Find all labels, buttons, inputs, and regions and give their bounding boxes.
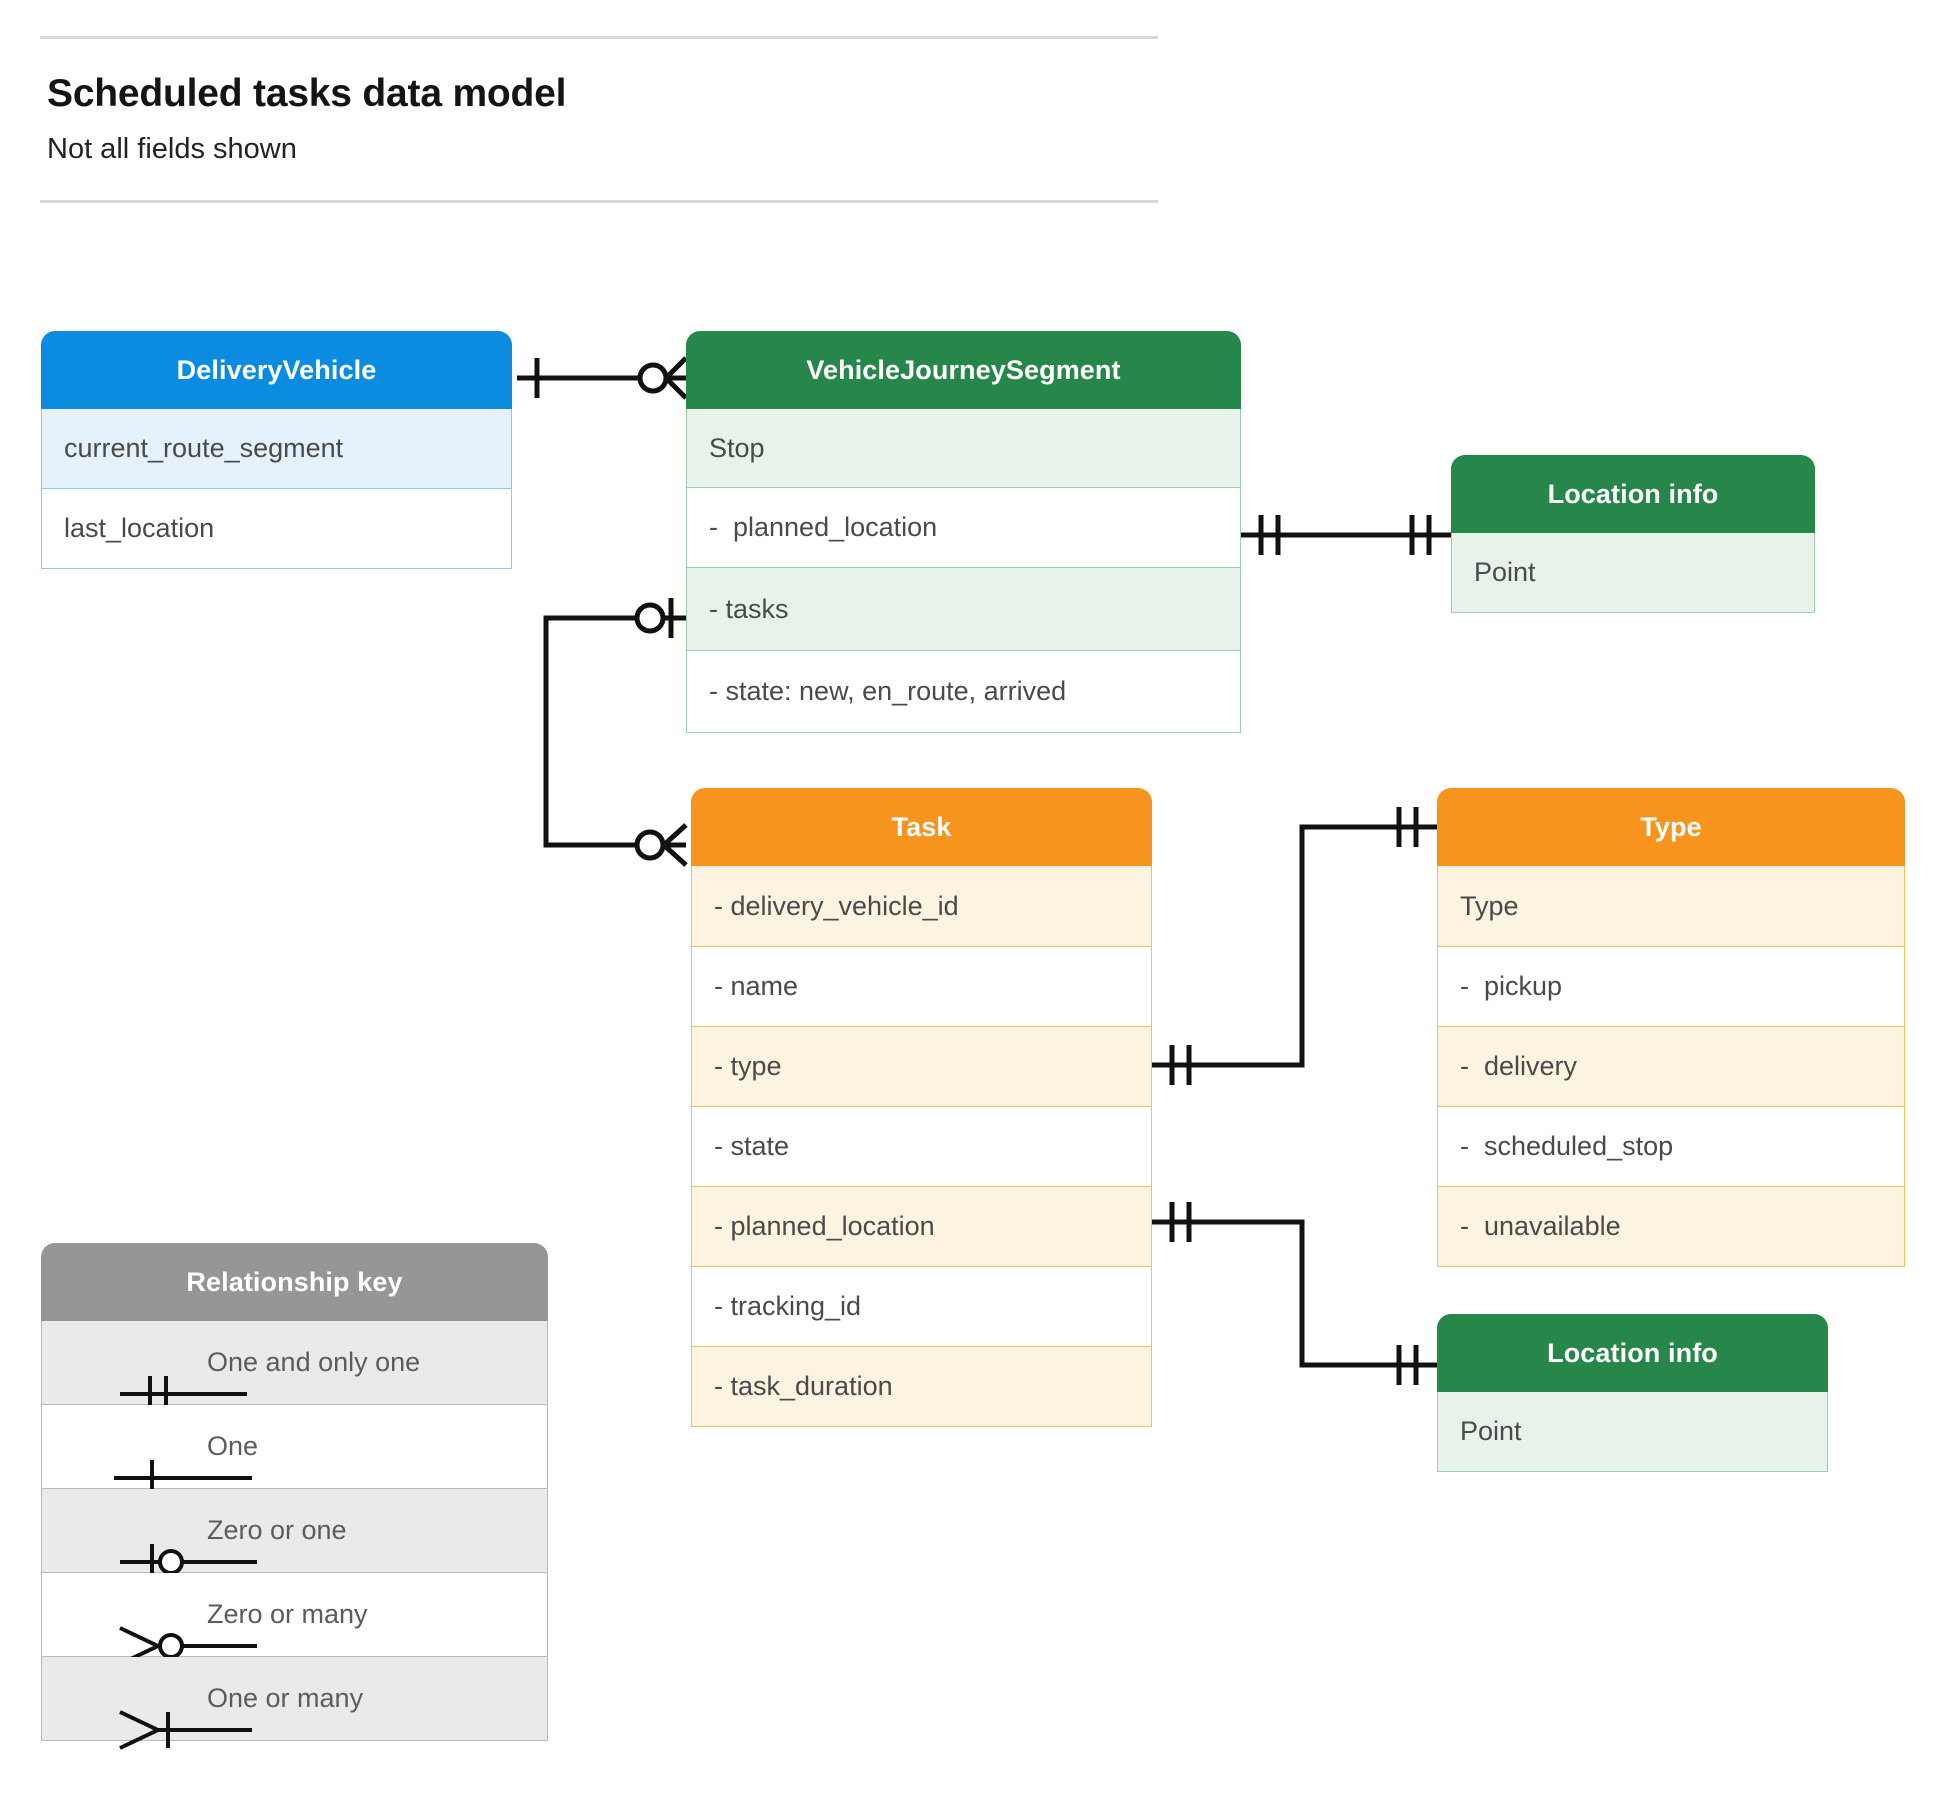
entity-task-row-4: - planned_location: [691, 1187, 1152, 1267]
entity-location-info-top-header: Location info: [1451, 455, 1815, 533]
entity-deliveryvehicle[interactable]: DeliveryVehicle current_route_segment la…: [41, 331, 512, 569]
one-icon: [42, 1405, 253, 1496]
connector-task-type: [1152, 807, 1437, 1085]
entity-type-row-2: - delivery: [1437, 1027, 1905, 1107]
connector-planned-location-locationinfo-top: [1241, 515, 1451, 555]
entity-location-info-bottom-row-0: Point: [1437, 1392, 1828, 1472]
zero-or-many-icon: [42, 1573, 258, 1666]
entity-type-row-1: - pickup: [1437, 947, 1905, 1027]
one-or-many-icon: [42, 1657, 253, 1750]
entity-type-row-0: Type: [1437, 866, 1905, 947]
connector-tasks-task: [543, 598, 688, 867]
entity-location-info-bottom[interactable]: Location info Point: [1437, 1314, 1828, 1472]
legend-header: Relationship key: [41, 1243, 548, 1321]
page-title: Scheduled tasks data model: [47, 72, 567, 115]
relationship-key-legend: Relationship key One and only one One: [41, 1243, 548, 1750]
legend-label-zero-or-one: Zero or one: [207, 1515, 347, 1545]
entity-location-info-top-row-0: Point: [1451, 533, 1815, 613]
connector-task-planned-location-locationinfo-bottom: [1152, 1202, 1437, 1385]
entity-vehiclejourneysegment-row-2: - tasks: [686, 568, 1241, 651]
entity-vehiclejourneysegment-row-1: - planned_location: [686, 488, 1241, 568]
one-and-only-one-icon: [42, 1321, 248, 1412]
entity-type-row-3: - scheduled_stop: [1437, 1107, 1905, 1187]
legend-item-one-and-only-one: One and only one: [41, 1321, 548, 1412]
entity-vehiclejourneysegment-row-3: - state: new, en_route, arrived: [686, 651, 1241, 733]
entity-task[interactable]: Task - delivery_vehicle_id - name - type…: [691, 788, 1152, 1427]
entity-vehiclejourneysegment[interactable]: VehicleJourneySegment Stop - planned_loc…: [686, 331, 1241, 733]
entity-vehiclejourneysegment-header: VehicleJourneySegment: [686, 331, 1241, 409]
title-divider-top: [40, 36, 1158, 39]
legend-label-zero-or-many: Zero or many: [207, 1599, 368, 1629]
legend-item-one: One: [41, 1405, 548, 1496]
entity-deliveryvehicle-header: DeliveryVehicle: [41, 331, 512, 409]
entity-type-header: Type: [1437, 788, 1905, 866]
legend-item-one-or-many: One or many: [41, 1657, 548, 1750]
entity-task-row-2: - type: [691, 1027, 1152, 1107]
page-subtitle: Not all fields shown: [47, 133, 297, 165]
legend-label-one: One: [207, 1431, 259, 1461]
legend-item-zero-or-many: Zero or many: [41, 1573, 548, 1666]
entity-task-row-0: - delivery_vehicle_id: [691, 866, 1152, 947]
entity-task-row-3: - state: [691, 1107, 1152, 1187]
entity-deliveryvehicle-row-1: last_location: [41, 489, 512, 569]
legend-item-zero-or-one: Zero or one: [41, 1489, 548, 1580]
entity-task-header: Task: [691, 788, 1152, 866]
entity-deliveryvehicle-row-0: current_route_segment: [41, 409, 512, 489]
entity-location-info-bottom-header: Location info: [1437, 1314, 1828, 1392]
entity-type[interactable]: Type Type - pickup - delivery - schedule…: [1437, 788, 1905, 1267]
zero-or-one-icon: [42, 1489, 258, 1580]
legend-label-one-and-only-one: One and only one: [207, 1347, 421, 1377]
title-divider-bottom: [40, 200, 1158, 203]
connector-deliveryvehicle-vehiclejourneysegment: [517, 356, 688, 400]
entity-vehiclejourneysegment-row-0: Stop: [686, 409, 1241, 488]
entity-task-row-5: - tracking_id: [691, 1267, 1152, 1347]
legend-label-one-or-many: One or many: [207, 1683, 364, 1713]
entity-task-row-6: - task_duration: [691, 1347, 1152, 1427]
entity-type-row-4: - unavailable: [1437, 1187, 1905, 1267]
entity-location-info-top[interactable]: Location info Point: [1451, 455, 1815, 613]
entity-task-row-1: - name: [691, 947, 1152, 1027]
